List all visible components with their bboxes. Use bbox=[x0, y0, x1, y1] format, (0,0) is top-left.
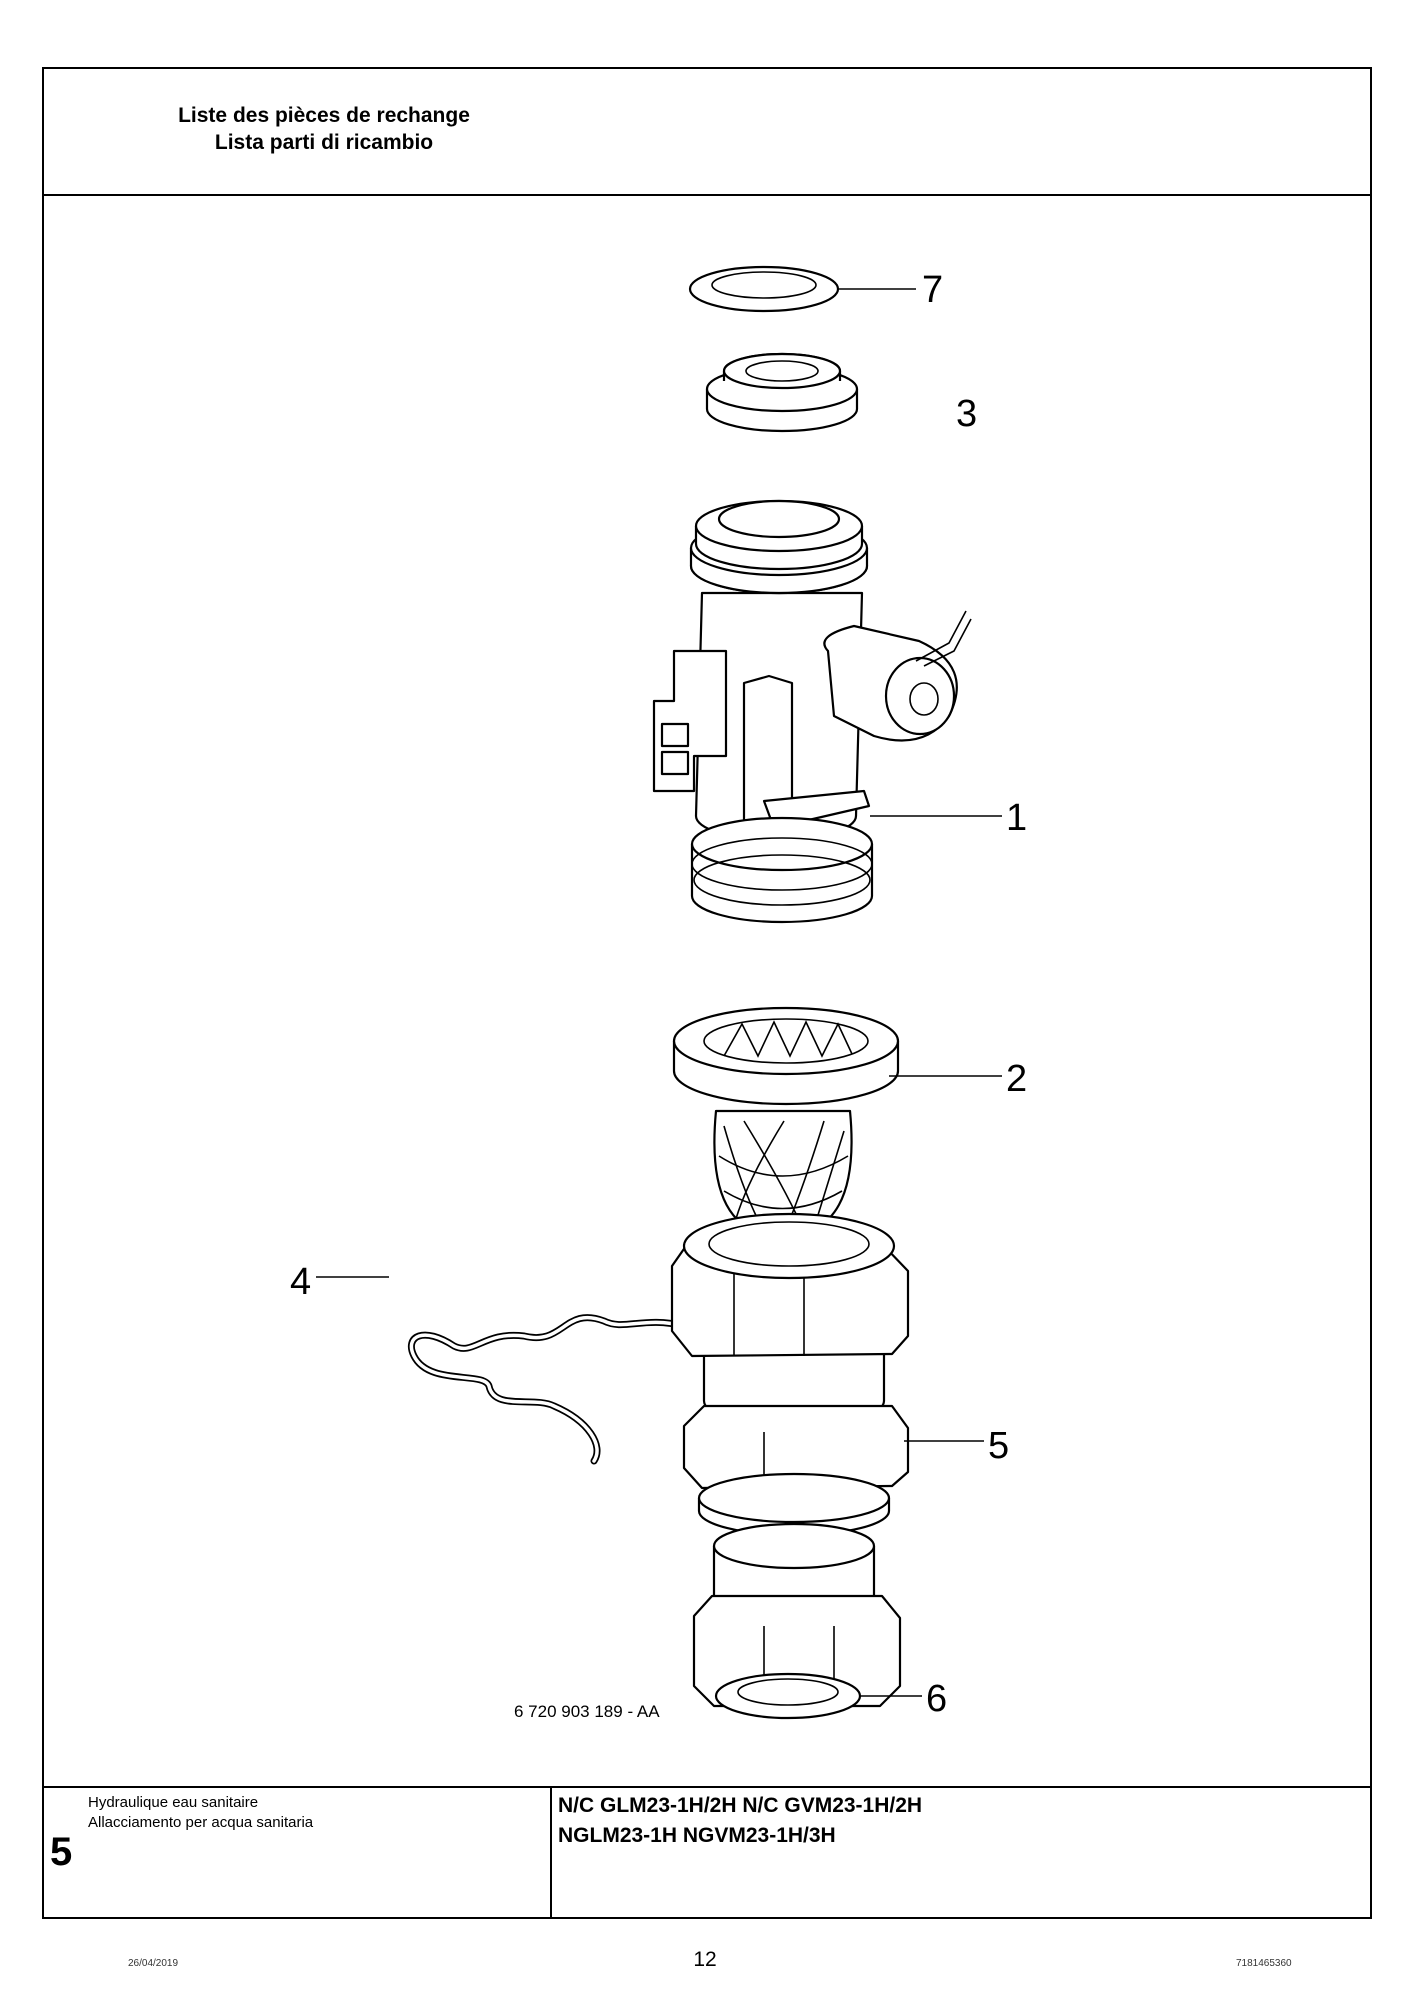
part-3-seal: 3 bbox=[705, 352, 977, 435]
print-date: 26/04/2019 bbox=[128, 1958, 179, 1969]
model-list-line1: N/C GLM23-1H/2H N/C GVM23-1H/2H bbox=[558, 1794, 923, 1817]
drawing-reference: 6 720 903 189 - AA bbox=[514, 1702, 660, 1721]
part-5-fitting: 5 bbox=[670, 1212, 1009, 1708]
footer-box: 5 Hydraulique eau sanitaire Allacciament… bbox=[44, 1786, 1370, 1919]
title-italian: Lista parti di ricambio bbox=[214, 131, 434, 154]
callout-3: 3 bbox=[956, 393, 977, 435]
callout-7: 7 bbox=[922, 269, 943, 311]
part-4-clip: 4 bbox=[290, 1261, 688, 1465]
part-7-washer: 7 bbox=[688, 265, 943, 313]
section-title-french: Hydraulique eau sanitaire bbox=[88, 1794, 259, 1811]
section-number: 5 bbox=[50, 1830, 73, 1874]
page-frame: Liste des pièces de rechange Lista parti… bbox=[42, 67, 1372, 1919]
title-french: Liste des pièces de rechange bbox=[178, 104, 470, 127]
section-title-italian: Allacciamento per acqua sanitaria bbox=[88, 1814, 314, 1831]
callout-2: 2 bbox=[1006, 1058, 1027, 1100]
part-2-strainer: 2 bbox=[672, 1006, 1027, 1238]
part-6-washer: 6 bbox=[714, 1672, 947, 1720]
page-number: 12 bbox=[693, 1948, 717, 1971]
callout-1: 1 bbox=[1006, 797, 1027, 839]
parts-diagram: 7 3 bbox=[290, 265, 1027, 1721]
callout-6: 6 bbox=[926, 1678, 947, 1720]
exploded-parts-drawing: 7 3 bbox=[44, 196, 1370, 1786]
document-reference: 7181465360 bbox=[1236, 1958, 1292, 1969]
header-box: Liste des pièces de rechange Lista parti… bbox=[44, 69, 1370, 196]
callout-5: 5 bbox=[988, 1425, 1009, 1467]
callout-4: 4 bbox=[290, 1261, 311, 1303]
model-list-line2: NGLM23-1H NGVM23-1H/3H bbox=[558, 1824, 836, 1847]
footer-divider bbox=[550, 1788, 552, 1919]
part-1-valve-body: 1 bbox=[652, 499, 1027, 924]
